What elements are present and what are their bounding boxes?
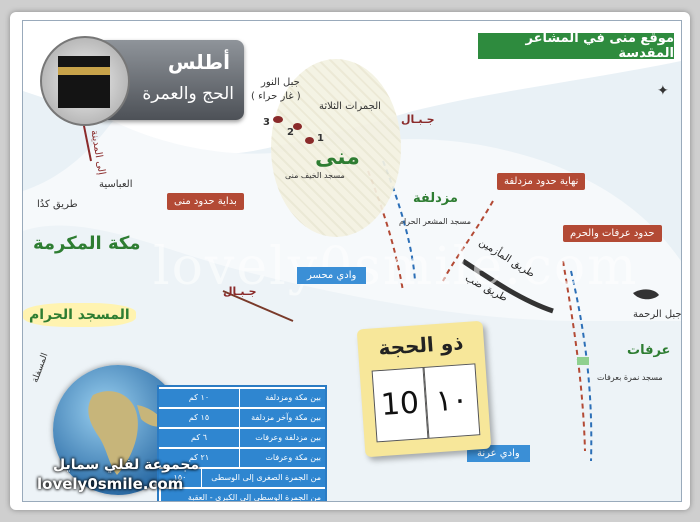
jamarah-1-icon (305, 137, 314, 144)
table-route: من الجمرة الصغرى إلى الوسطى (201, 469, 325, 487)
table-route: بين مكة ومزدلفة (239, 389, 325, 407)
table-row: بين مزدلفة وعرفات ٦ كم (159, 429, 325, 447)
arafat-boundary-line (562, 260, 586, 452)
table-row: بين مكة ومزدلفة ١٠ كم (159, 389, 325, 407)
masjid-namirah-label: مسجد نمرة بعرفات (597, 373, 663, 382)
jabal-rahmah-label: جبل الرحمة (633, 309, 682, 320)
arafat-title: عرفات (627, 343, 671, 358)
atlas-subtitle: الحج والعمرة (142, 84, 234, 104)
jabal-rahmah-shape (633, 289, 659, 300)
masjid-khayf-label: مسجد الخيف منى (285, 171, 345, 180)
map-title: موقع منى في المشاعر المقدسة (478, 31, 674, 61)
jamarah-1-number: 1 (317, 133, 324, 144)
table-route: بين مكة وعرفات (239, 449, 325, 467)
madinah-road-arrow (82, 120, 92, 162)
arafat-haram-label: حدود عرفات والحرم (563, 225, 662, 242)
table-distance: ١٥ كم (159, 409, 240, 427)
masjid-haram-label: المسجد الحرام (23, 303, 136, 327)
wadi-muhassir-label: وادي محسر (297, 267, 367, 284)
calendar-card: ذو الحجة 10 ١٠ (356, 320, 492, 458)
ghar-hira-label: ( غار حراء ) (251, 91, 301, 102)
mountains-upper-label: جـبـال (401, 113, 435, 126)
muzdalifah-title: مزدلفة (413, 191, 458, 206)
namirah-mosque-mark (577, 357, 589, 365)
site-arabic-name: مجموعة لفلي سمايل (53, 457, 200, 473)
atlas-title: أطلس (167, 50, 230, 74)
site-url[interactable]: lovely0smile.com (37, 475, 184, 493)
mountains-arrow (222, 290, 294, 322)
calendar-day-western: 10 (371, 366, 429, 443)
muzdalifah-end-label: نهاية حدود مزدلفة (497, 173, 586, 190)
table-route: بين مكة وآخر مزدلفة (239, 409, 325, 427)
maazimain-road (461, 258, 554, 314)
wadi-uranah-label: وادي عرنة (467, 445, 530, 462)
jamarah-3-number: 3 (263, 117, 270, 128)
jamarat-label: الجمرات الثلاثة (319, 101, 381, 112)
table-distance: ١٥٠ (159, 469, 202, 487)
jamarah-3-icon (273, 116, 283, 123)
compass-icon: ✦ (657, 83, 669, 99)
calendar-month: ذو الحجة (377, 330, 465, 361)
kaaba-icon (40, 36, 130, 126)
table-row: بين مكة وعرفات ٢١ كم (159, 449, 325, 467)
mina-start-label: بداية حدود منى (167, 193, 244, 210)
kaaba-shape (58, 56, 110, 108)
jamarah-2-number: 2 (287, 127, 294, 138)
table-distance: ٢١ كم (159, 449, 240, 467)
mina-zone (271, 59, 401, 237)
calendar-day-arabic: ١٠ (423, 363, 481, 439)
table-distance: ٦ كم (159, 429, 240, 447)
table-route: بين مزدلفة وعرفات (239, 429, 325, 447)
africa-shape (88, 391, 138, 475)
makkah-title: مكة المكرمة (33, 233, 141, 254)
table-row: بين مكة وآخر مزدلفة ١٥ كم (159, 409, 325, 427)
distance-table: بين مكة ومزدلفة ١٠ كم بين مكة وآخر مزدلف… (157, 385, 327, 501)
table-distance (159, 489, 160, 501)
table-row: من الجمرة الوسطى إلى الكبرى - العقبة (159, 489, 325, 501)
abbasiya-label: العباسية (99, 179, 133, 190)
mountains-lower-label: جـبـال (223, 285, 257, 298)
jamarah-2-icon (293, 123, 302, 130)
jabal-nour-label: جبل النور (261, 77, 300, 88)
table-distance: ١٠ كم (159, 389, 240, 407)
watermark: lovely0smile.com (153, 237, 639, 297)
mina-title: منى (315, 145, 360, 170)
road-kadi-label: طريق كدُا (37, 199, 78, 210)
masjid-mashar-label: مسجد المشعر الحرام (399, 217, 471, 226)
table-row: من الجمرة الصغرى إلى الوسطى ١٥٠ (159, 469, 325, 487)
table-route: من الجمرة الوسطى إلى الكبرى - العقبة (161, 489, 325, 501)
muzdalifah-boundary-line (442, 200, 494, 282)
